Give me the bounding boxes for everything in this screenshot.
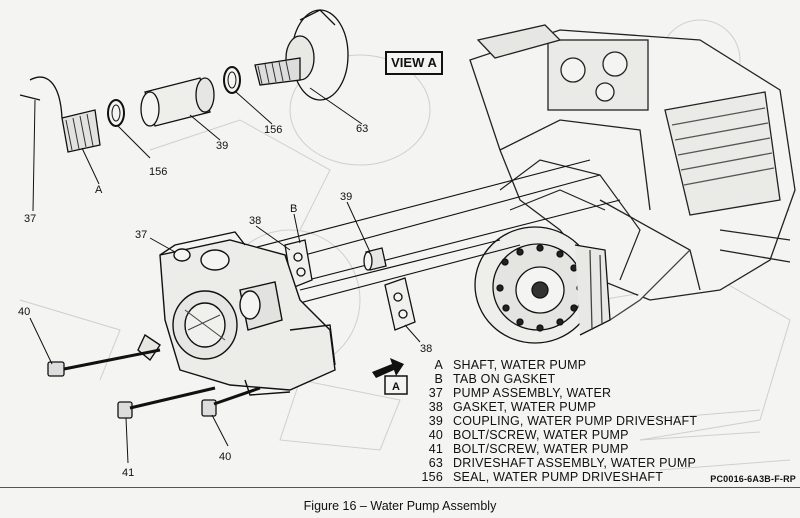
seal-156-left: [107, 99, 125, 127]
legend-key: 38: [428, 400, 443, 414]
legend-key: B: [434, 372, 443, 386]
legend-key: A: [434, 358, 443, 372]
gasket-38-lower: [384, 277, 416, 331]
callout-b: B: [290, 203, 297, 215]
legend-row: 63 DRIVESHAFT ASSEMBLY, WATER PUMP: [415, 456, 715, 470]
legend-text: BOLT/SCREW, WATER PUMP: [453, 442, 629, 456]
legend-text: TAB ON GASKET: [453, 372, 556, 386]
legend-row: 39 COUPLING, WATER PUMP DRIVESHAFT: [415, 414, 715, 428]
callout-37-shaft: 37: [24, 213, 36, 225]
view-a-arrow: A: [372, 358, 408, 395]
callout-38-upper: 38: [249, 215, 261, 227]
legend-text: SEAL, WATER PUMP DRIVESHAFT: [453, 470, 664, 484]
callout-39-coupling: 39: [340, 191, 352, 203]
legend-key: 37: [428, 386, 443, 400]
figure-code: PC0016-6A3B-F-RP: [710, 474, 796, 484]
callout-41: 41: [122, 467, 134, 479]
legend-text: BOLT/SCREW, WATER PUMP: [453, 428, 629, 442]
callout-a: A: [95, 184, 103, 196]
view-a-label: VIEW A: [385, 51, 443, 75]
legend-row: A SHAFT, WATER PUMP: [415, 358, 715, 372]
legend-text: DRIVESHAFT ASSEMBLY, WATER PUMP: [453, 456, 697, 470]
callout-156-left: 156: [149, 166, 167, 178]
legend-row: B TAB ON GASKET: [415, 372, 715, 386]
crankshaft-pulley: [474, 226, 611, 344]
callout-38-lower: 38: [420, 343, 432, 355]
view-a-marker-label: A: [392, 381, 400, 393]
callout-37-pump: 37: [135, 229, 147, 241]
callouts: A B 37 37 38 38 39 39 40 40 41 63 156 15…: [18, 123, 432, 479]
driveshaft-assembly: [254, 9, 349, 101]
seal-156-top: [223, 66, 241, 94]
coupling-39-top: [140, 77, 215, 127]
legend-key: 63: [428, 456, 443, 470]
bolt-40-bottom: [201, 386, 261, 417]
bolt-40-left: [47, 348, 161, 377]
legend-row: 38 GASKET, WATER PUMP: [415, 400, 715, 414]
legend-key: 41: [428, 442, 443, 456]
callout-156-top: 156: [264, 124, 282, 136]
legend-row: 156 SEAL, WATER PUMP DRIVESHAFT: [415, 470, 715, 484]
legend-row: 37 PUMP ASSEMBLY, WATER: [415, 386, 715, 400]
callout-40-left: 40: [18, 306, 30, 318]
figure-caption: Figure 16 – Water Pump Assembly: [303, 499, 497, 513]
water-pump-shaft: [19, 76, 101, 153]
callout-39-top: 39: [216, 140, 228, 152]
water-pump-body: [137, 231, 336, 396]
parts-legend: A SHAFT, WATER PUMP B TAB ON GASKET 37 PUMP A…: [415, 358, 715, 484]
legend-key: 40: [428, 428, 443, 442]
legend-row: 41 BOLT/SCREW, WATER PUMP: [415, 442, 715, 456]
legend-text: PUMP ASSEMBLY, WATER: [453, 386, 612, 400]
bolt-41: [117, 386, 216, 419]
legend-key: 156: [421, 470, 443, 484]
engine-block: [469, 24, 796, 321]
legend-row: 40 BOLT/SCREW, WATER PUMP: [415, 428, 715, 442]
legend-key: 39: [428, 414, 443, 428]
legend-text: COUPLING, WATER PUMP DRIVESHAFT: [453, 414, 698, 428]
leader-lines: [29, 87, 421, 464]
legend-text: GASKET, WATER PUMP: [453, 400, 597, 414]
legend-text: SHAFT, WATER PUMP: [453, 358, 587, 372]
coupling-39-middle: [363, 247, 387, 271]
callout-40-bottom: 40: [219, 451, 231, 463]
caption-divider: [0, 487, 800, 488]
callout-63: 63: [356, 123, 368, 135]
